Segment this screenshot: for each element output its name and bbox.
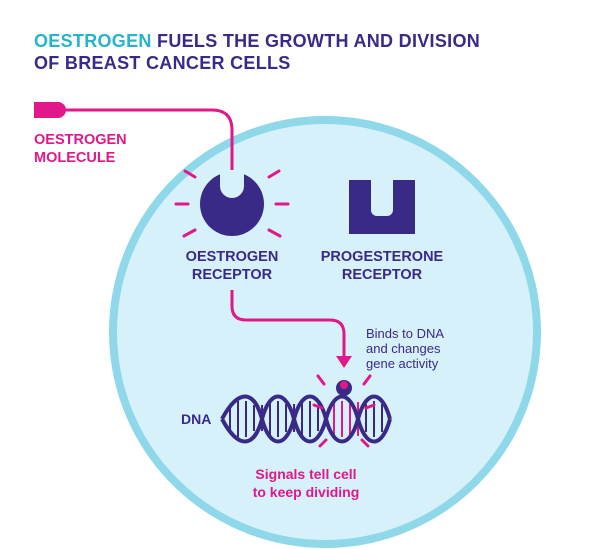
- progesterone-receptor-label: PROGESTERONE RECEPTOR: [312, 248, 452, 284]
- receptor-to-dna-arrow: [230, 290, 346, 356]
- dna-helix-icon: [220, 374, 392, 448]
- progesterone-receptor-icon: [349, 180, 415, 234]
- page-title: OESTROGEN FUELS THE GROWTH AND DIVISION …: [34, 30, 480, 74]
- oestrogen-molecule-label-line1: OESTROGEN: [34, 132, 127, 148]
- title-highlight: OESTROGEN: [34, 31, 152, 51]
- progesterone-receptor-label-line1: PROGESTERONE: [320, 249, 444, 265]
- oestrogen-molecule-label-line2: MOLECULE: [34, 150, 116, 166]
- dna-label: DNA: [181, 411, 212, 427]
- binds-note-line3: gene activity: [366, 356, 439, 371]
- title-line2: OF BREAST CANCER CELLS: [34, 53, 291, 73]
- signals-note-line1: Signals tell cell: [255, 466, 357, 482]
- dna-arrowhead: [336, 356, 352, 368]
- molecule-to-receptor-arrow: [66, 108, 234, 170]
- binds-note-line2: and changes: [366, 341, 441, 356]
- oestrogen-molecule-label: OESTROGEN MOLECULE: [34, 131, 127, 167]
- binds-to-dna-note: Binds to DNA and changes gene activity: [366, 326, 444, 371]
- oestrogen-molecule-icon: [34, 102, 66, 118]
- signals-note: Signals tell cell to keep dividing: [222, 465, 390, 501]
- signals-note-line2: to keep dividing: [252, 484, 360, 500]
- oestrogen-receptor-label-line1: OESTROGEN: [185, 249, 279, 265]
- oestrogen-receptor-label-line2: RECEPTOR: [191, 267, 273, 283]
- progesterone-receptor-label-line2: RECEPTOR: [341, 267, 423, 283]
- oestrogen-receptor-icon: [174, 169, 290, 238]
- title-line1: FUELS THE GROWTH AND DIVISION: [157, 31, 481, 51]
- binds-note-line1: Binds to DNA: [366, 326, 445, 341]
- oestrogen-receptor-label: OESTROGEN RECEPTOR: [172, 248, 292, 284]
